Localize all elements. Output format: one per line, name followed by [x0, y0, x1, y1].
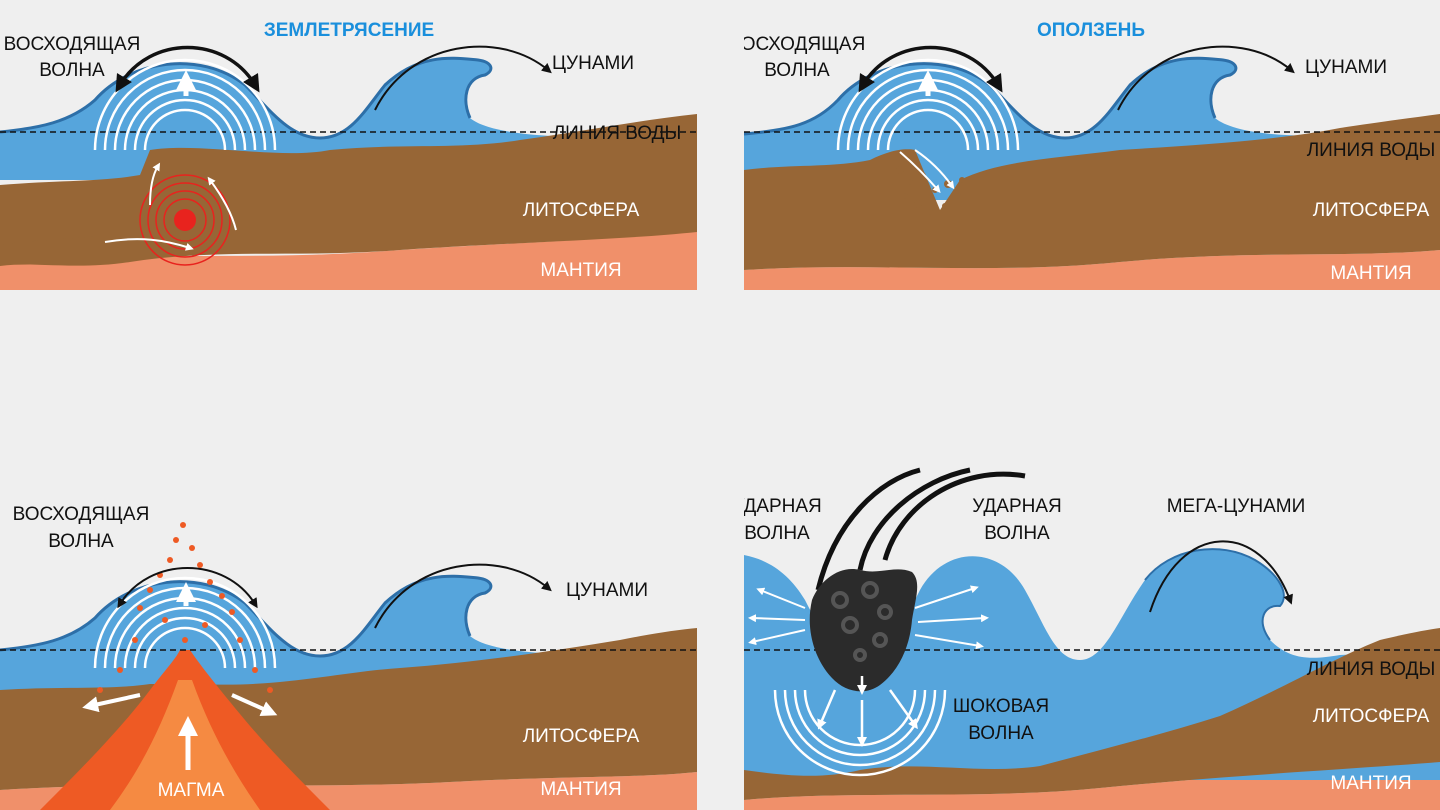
label-rising-wave-2: ВОЛНА [48, 531, 114, 552]
label-tsunami: ЦУНАМИ [1305, 57, 1387, 78]
spray-arrows-left [748, 587, 806, 646]
spray-arrows-right [914, 585, 989, 650]
tsunami-arrow [374, 563, 552, 629]
label-waterline: ЛИНИЯ ВОДЫ [553, 123, 682, 144]
label-rising-wave-1: ВОСХОДЯЩАЯ [13, 504, 150, 525]
title-earthquake: ЗЕМЛЕТРЯСЕНИЕ [264, 20, 434, 41]
label-shock-wave-left-2: ВОЛНА [744, 523, 810, 544]
label-waterline: ЛИНИЯ ВОДЫ [1307, 659, 1436, 680]
wave-outline [0, 574, 493, 658]
panel-landslide: ОПОЛЗЕНЬ ВОСХОДЯЩАЯ ВОЛНА ЦУНАМИ ЛИНИЯ В… [729, 20, 1440, 290]
mantle-layer [744, 762, 1440, 810]
plate-arrow-1 [104, 238, 194, 251]
fault-left [0, 236, 110, 266]
lithosphere-layer [744, 628, 1440, 800]
label-waterline: ЛИНИЯ ВОДЫ [1307, 140, 1436, 161]
mega-tsunami-arrow [1149, 540, 1293, 613]
label-rising-wave-1: ВОСХОДЯЩАЯ [4, 34, 141, 55]
title-landslide: ОПОЛЗЕНЬ [1037, 20, 1145, 41]
shock-down-arrows [817, 676, 918, 747]
shockwave-rings [773, 689, 947, 777]
slide-arrow-1 [899, 151, 941, 194]
spread-arrow-right [231, 693, 278, 717]
volcano-core [110, 680, 260, 810]
label-shock-wave-right-2: ВОЛНА [984, 523, 1050, 544]
label-mega-tsunami: МЕГА-ЦУНАМИ [1167, 496, 1306, 517]
meteor-craters [831, 581, 893, 662]
earthquake-focus [139, 174, 231, 266]
meteor-trails [815, 467, 1026, 591]
label-lithosphere: ЛИТОСФЕРА [1313, 200, 1430, 221]
label-mantle: МАНТИЯ [1330, 773, 1411, 794]
lithosphere-layer [0, 114, 697, 266]
tsunami-arrow [374, 45, 552, 111]
label-tsunami: ЦУНАМИ [552, 53, 634, 74]
label-rising-wave-2: ВОЛНА [764, 60, 830, 81]
label-lithosphere: ЛИТОСФЕРА [523, 726, 640, 747]
label-lithosphere: ЛИТОСФЕРА [1313, 706, 1430, 727]
label-tsunami: ЦУНАМИ [566, 580, 648, 601]
wave-outline [744, 56, 1238, 140]
rising-wave-arrow [115, 45, 260, 93]
panel-volcano: ИЗВЕРЖЕНИЕ ВУЛКАНА ВОСХОДЯЩАЯ ВОЛНА ЦУНА… [0, 393, 697, 810]
plate-arrow-2 [207, 176, 237, 231]
meteor [809, 569, 918, 692]
label-shockwave-under-2: ВОЛНА [968, 723, 1034, 744]
rising-wave-arrow [117, 567, 258, 609]
title-volcano: ИЗВЕРЖЕНИЕ ВУЛКАНА [229, 393, 459, 414]
tsunami-arrow [1117, 45, 1295, 111]
plate-arrow-3 [149, 162, 161, 206]
rising-wave-arrow [858, 45, 1003, 93]
label-lithosphere: ЛИТОСФЕРА [523, 200, 640, 221]
lithosphere-layer [744, 114, 1440, 270]
mantle-layer [0, 230, 697, 290]
label-mantle: МАНТИЯ [1330, 263, 1411, 284]
panel-impact: ПАДЕНИЕ КРУПНОГО НЕБЕСНОГО ТЕЛА УДАРНАЯ … [732, 393, 1440, 810]
wave-outline [0, 56, 493, 140]
label-mantle: МАНТИЯ [540, 779, 621, 800]
mantle-layer [744, 250, 1440, 290]
spread-arrow-left [82, 693, 141, 713]
panel-earthquake: ЗЕМЛЕТРЯСЕНИЕ ВОСХОДЯЩАЯ ВОЛНА ЦУНАМИ ЛИ… [0, 20, 697, 290]
slide-arrow-2 [914, 149, 955, 190]
label-shock-wave-right-1: УДАРНАЯ [972, 496, 1062, 517]
label-mantle: МАНТИЯ [540, 260, 621, 281]
title-impact: ПАДЕНИЕ КРУПНОГО НЕБЕСНОГО ТЕЛА [898, 393, 1283, 414]
label-rising-wave-2: ВОЛНА [39, 60, 105, 81]
label-shock-wave-left-1: УДАРНАЯ [732, 496, 822, 517]
label-shockwave-under-1: ШОКОВАЯ [953, 696, 1049, 717]
wave-outline [1144, 548, 1285, 641]
label-rising-wave-1: ВОСХОДЯЩАЯ [729, 34, 866, 55]
label-magma: МАГМА [158, 780, 225, 801]
